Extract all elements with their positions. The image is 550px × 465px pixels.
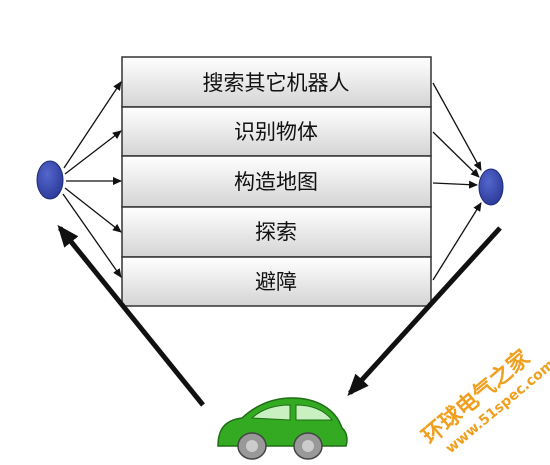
actuator-node-icon <box>478 168 504 206</box>
robot-to-input-arrow <box>57 224 205 407</box>
layer-label: 搜索其它机器人 <box>203 71 350 95</box>
arrow <box>432 180 478 189</box>
arrow <box>62 193 122 278</box>
arrow <box>63 81 122 169</box>
layer-box: 探索 <box>121 206 432 258</box>
sensor-node-icon <box>36 160 64 200</box>
layer-box: 避障 <box>121 256 432 307</box>
layer-label: 构造地图 <box>234 170 318 194</box>
layer-label: 探索 <box>255 220 297 244</box>
arrow <box>432 131 480 178</box>
watermark: 环球电气之家 www.51spec.com <box>417 344 550 457</box>
output-to-robot-arrow <box>347 226 502 396</box>
layer-label: 识别物体 <box>234 120 318 144</box>
arrow <box>64 130 122 175</box>
layer-box: 识别物体 <box>121 106 432 157</box>
layer-box: 搜索其它机器人 <box>121 56 432 108</box>
arrow <box>432 202 482 281</box>
layer-label: 避障 <box>255 270 297 294</box>
layer-box: 构造地图 <box>121 155 432 208</box>
input-arrows <box>62 81 122 278</box>
robot-car-icon <box>217 397 348 460</box>
output-arrows <box>432 82 482 281</box>
layer-stack: 搜索其它机器人 识别物体 构造地图 探索 避障 <box>121 56 432 307</box>
arrow <box>64 187 122 233</box>
arrow <box>432 82 482 171</box>
